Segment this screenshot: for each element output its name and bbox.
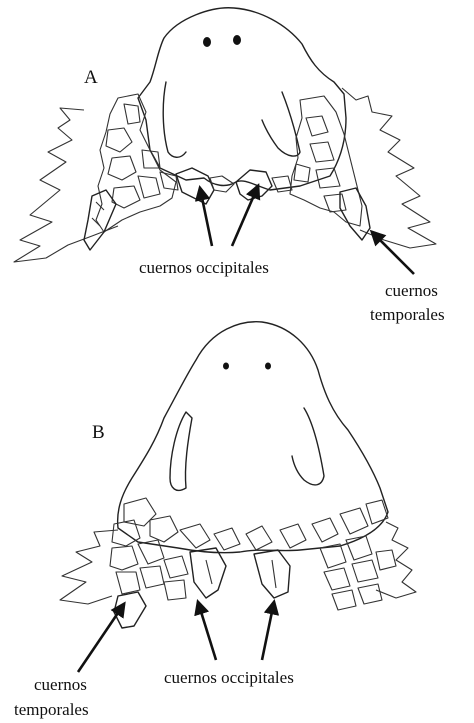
panel-b-occipital-label: cuernos occipitales	[164, 668, 294, 687]
panel-b-letter: B	[92, 422, 105, 443]
panel-a-left-ridge	[163, 82, 186, 157]
panel-a-left-nostril	[203, 37, 211, 47]
panel-b-right-ridge	[292, 408, 324, 485]
panel-b-scale-band	[124, 498, 388, 550]
panel-b-occipital-horn-left-line	[206, 560, 212, 584]
panel-b-left-fringe	[60, 530, 118, 604]
panel-a-occipital-scales	[160, 172, 292, 192]
panel-a-occipital-horn-left	[176, 168, 214, 204]
panel-a-right-nostril	[233, 35, 241, 45]
panel-a: A cuernos occipitales cuernos	[14, 8, 445, 324]
panel-b-occipital-horn-right	[254, 550, 290, 598]
panel-b-right-nostril	[265, 363, 271, 370]
panel-b-left-nostril	[223, 363, 229, 370]
panel-b-occipital-horn-left	[190, 548, 226, 598]
panel-a-temporal-arrow	[372, 232, 414, 274]
panel-b-left-scales	[110, 520, 188, 600]
panel-b-occipital-arrow-right	[262, 602, 274, 660]
panel-b-occipital-horn-right-line	[272, 560, 276, 588]
panel-a-letter: A	[84, 67, 98, 88]
panel-a-temporal-label-line1: cuernos	[385, 281, 438, 300]
panel-a-occipital-label: cuernos occipitales	[139, 258, 269, 277]
panel-b-right-fringe	[376, 522, 416, 598]
panel-b: B cuernos occipitales cuernos tem	[14, 322, 416, 719]
panel-a-right-ridge	[262, 92, 300, 156]
panel-b-temporal-label-line1: cuernos	[34, 675, 87, 694]
panel-a-right-fringe	[342, 88, 436, 248]
panel-a-left-temporal-horn	[84, 190, 116, 250]
panel-b-occipital-arrow-left	[198, 602, 216, 660]
panel-a-right-scales	[290, 96, 362, 226]
panel-a-left-fringe	[14, 108, 118, 262]
panel-b-left-ridge	[170, 412, 192, 490]
panel-a-temporal-label-line2: temporales	[370, 305, 445, 324]
panel-b-temporal-label-line2: temporales	[14, 700, 89, 719]
panel-a-head-outline	[138, 8, 346, 190]
panel-a-occipital-arrow-right	[232, 186, 258, 246]
panel-b-temporal-arrow	[78, 604, 124, 672]
panel-a-left-scales	[96, 94, 176, 232]
